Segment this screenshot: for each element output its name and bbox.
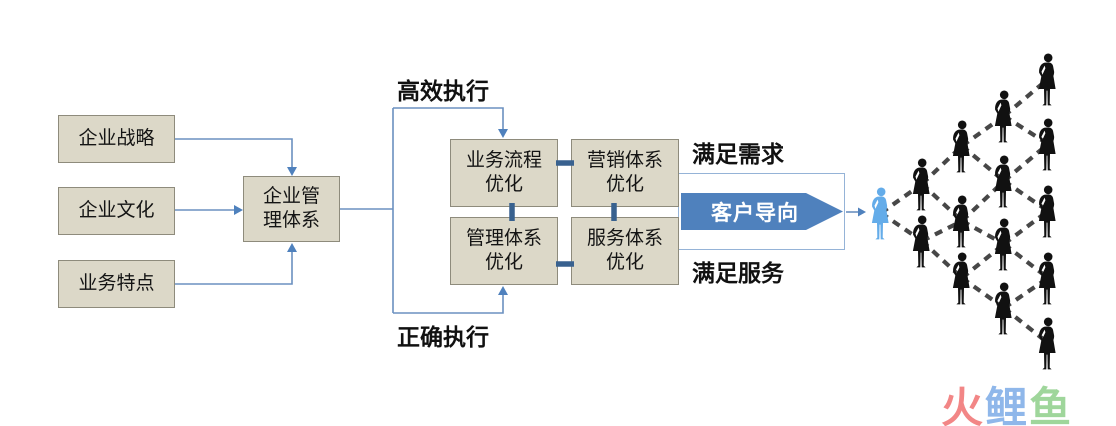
person-icon <box>952 195 970 248</box>
crowd <box>871 53 1056 370</box>
person-icon <box>1038 252 1056 305</box>
person-icon <box>1038 53 1056 106</box>
box-service-optimization: 服务体系 优化 <box>571 217 679 285</box>
crowd-dashed-links <box>879 77 1050 345</box>
person-icon <box>994 90 1012 143</box>
label-correct-execution: 正确执行 <box>397 324 489 350</box>
lead-customer-person-icon <box>871 187 889 240</box>
person-icon <box>1038 185 1056 238</box>
person-icon <box>912 158 930 211</box>
person-icon <box>1038 317 1056 370</box>
watermark-logo: 火鲤鱼 <box>941 374 1073 426</box>
box-marketing-optimization: 营销体系 优化 <box>571 139 679 207</box>
person-icon <box>912 215 930 268</box>
box-business-traits: 业务特点 <box>58 260 175 308</box>
person-icon <box>1038 118 1056 171</box>
box-mgmt-system-optimization: 管理体系 优化 <box>450 217 558 285</box>
person-icon <box>994 155 1012 208</box>
watermark-char-2: 鲤 <box>985 384 1030 426</box>
box-enterprise-management-system: 企业管 理体系 <box>243 176 340 242</box>
box-enterprise-strategy: 企业战略 <box>58 115 175 163</box>
label-meet-service: 满足服务 <box>692 260 784 286</box>
person-icon <box>952 252 970 305</box>
box-process-optimization: 业务流程 优化 <box>450 139 558 207</box>
person-icon <box>994 218 1012 271</box>
box-enterprise-culture: 企业文化 <box>58 187 175 235</box>
label-meet-demand: 满足需求 <box>692 141 784 167</box>
watermark-char-3: 鱼 <box>1029 384 1074 426</box>
person-icon <box>994 282 1012 335</box>
person-icon <box>952 120 970 173</box>
label-customer-orientation: 客户导向 <box>711 201 799 225</box>
label-efficient-execution: 高效执行 <box>397 78 489 104</box>
watermark-char-1: 火 <box>941 384 986 426</box>
